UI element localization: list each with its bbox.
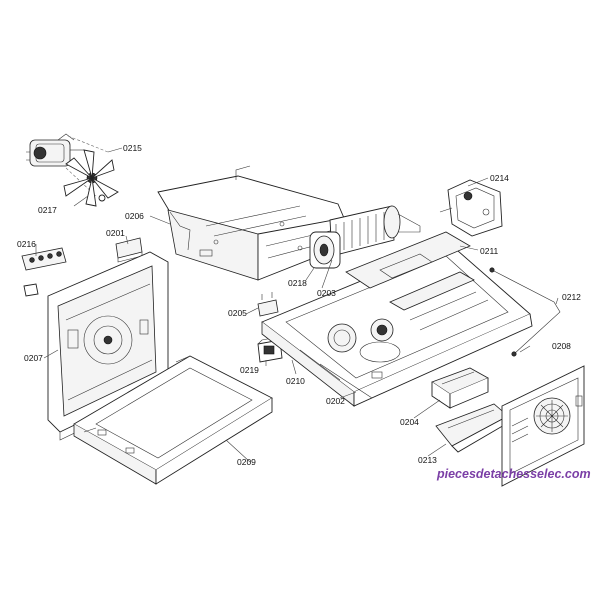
part-0216-terminal-block: [21, 247, 67, 297]
label-0210: 0210: [286, 376, 305, 386]
part-0202-cavity-frame: [389, 271, 489, 331]
part-labels: 0215 0217 0206 0201 0216 0207 0205 0219 …: [17, 143, 581, 467]
label-0215: 0215: [123, 143, 142, 153]
part-0213-duct: [435, 403, 509, 453]
label-0202: 0202: [326, 396, 345, 406]
label-0212: 0212: [562, 292, 581, 302]
label-0205: 0205: [228, 308, 247, 318]
part-0209-bottom-tray: [73, 355, 273, 485]
label-0214: 0214: [490, 173, 509, 183]
part-0201-bracket: [115, 237, 143, 263]
label-0219: 0219: [240, 365, 259, 375]
label-0218: 0218: [288, 278, 307, 288]
part-0218-fan-motor: [309, 231, 341, 269]
label-0216: 0216: [17, 239, 36, 249]
label-0213: 0213: [418, 455, 437, 465]
label-0209: 0209: [237, 457, 256, 467]
label-0201: 0201: [106, 228, 125, 238]
part-0204-module: [431, 367, 489, 409]
part-0211-top-panel: [345, 231, 471, 289]
part-0208-side-panel: [501, 365, 585, 487]
part-0217-fan-impeller: [63, 149, 119, 207]
label-0203: 0203: [317, 288, 336, 298]
part-0205-sensor: [257, 292, 279, 317]
part-0219-relay: [257, 335, 285, 363]
part-0212-wire: [489, 267, 561, 357]
label-0204: 0204: [400, 417, 419, 427]
label-0207: 0207: [24, 353, 43, 363]
label-0206: 0206: [125, 211, 144, 221]
label-0208: 0208: [552, 341, 571, 351]
part-0214-control-bracket: [439, 179, 503, 237]
leader-lines: [35, 147, 559, 463]
watermark-text: piecesdetachesselec.com: [436, 467, 591, 481]
label-0217: 0217: [38, 205, 57, 215]
label-0211: 0211: [480, 246, 499, 256]
